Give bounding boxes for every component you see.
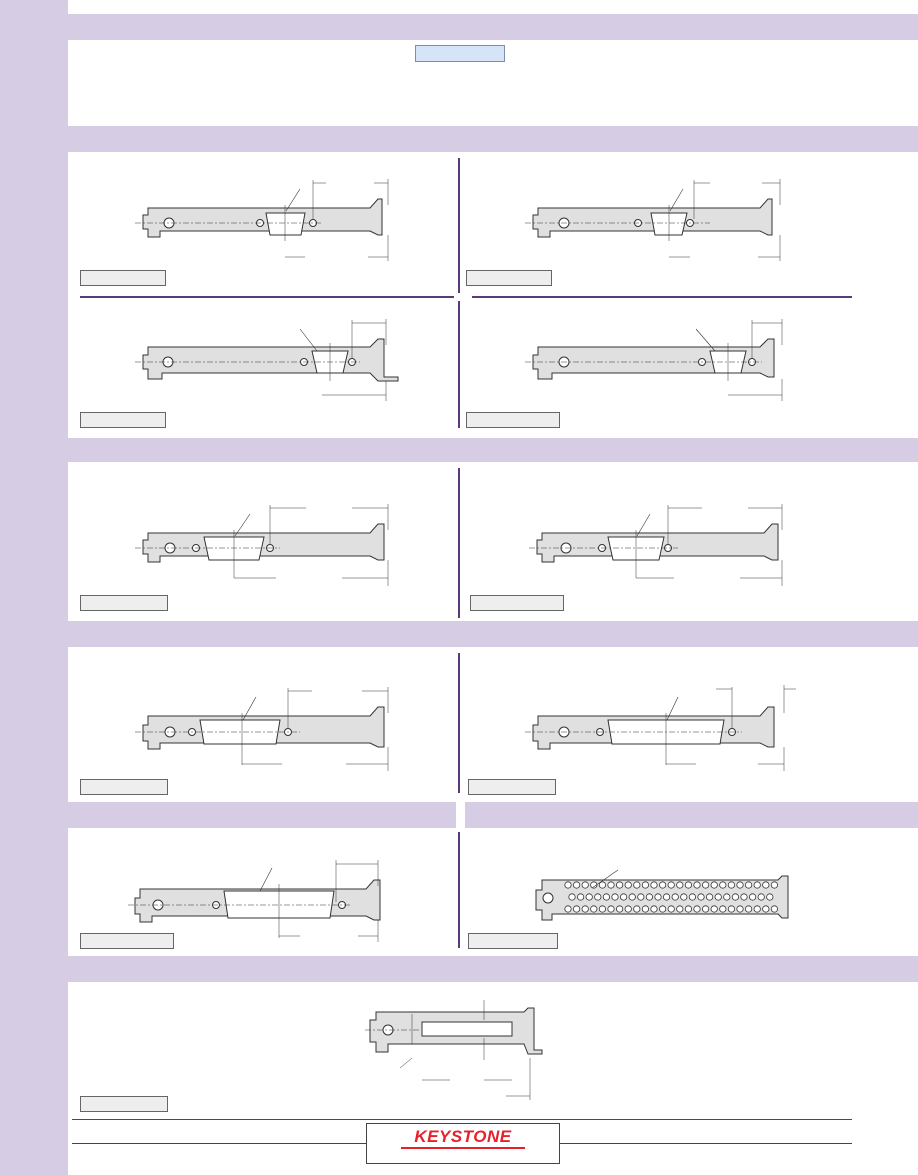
part-caption-9: [80, 933, 174, 949]
bracket-drawing-db9-a: [135, 179, 389, 261]
part-caption-7: [80, 779, 168, 795]
bracket-drawing-vented: [535, 869, 789, 921]
section-band-db37: [68, 802, 456, 828]
bracket-drawing-rectangular: [365, 1000, 543, 1100]
section-band-rectangular: [68, 956, 918, 982]
part-caption-3: [80, 412, 166, 428]
section-band-vented: [465, 802, 918, 828]
column-divider-db9-bottom: [458, 301, 460, 428]
part-caption-1: [80, 270, 166, 286]
left-sidebar-band: [0, 0, 68, 1175]
part-caption-5: [80, 595, 168, 611]
bracket-drawing-db25-a: [135, 687, 389, 771]
bracket-drawing-db9-b: [525, 179, 781, 261]
part-caption-6: [470, 595, 564, 611]
footer-rule-right: [559, 1143, 852, 1144]
part-caption-10: [468, 933, 558, 949]
header-highlight-box: [415, 45, 505, 62]
brand-logo-box: KEYSTONE: [366, 1123, 560, 1164]
section-band-top: [68, 14, 918, 40]
section-band-db25: [68, 621, 918, 647]
bracket-drawing-db25-b: [525, 685, 796, 771]
bracket-drawing-db15-a: [135, 504, 389, 586]
column-divider-db37: [458, 832, 460, 948]
brand-logo-underline: [401, 1147, 525, 1149]
row-divider-db9-right: [472, 296, 852, 298]
brand-logo: KEYSTONE: [414, 1127, 512, 1146]
footer-rule-left: [72, 1143, 366, 1144]
part-caption-11: [80, 1096, 168, 1112]
part-caption-2: [466, 270, 552, 286]
footer-rule-top: [72, 1119, 852, 1120]
section-band-db9: [68, 126, 918, 152]
bracket-drawing-db15-b: [529, 504, 783, 586]
bracket-drawing-db9-c: [135, 319, 399, 401]
column-divider-db25: [458, 653, 460, 793]
bracket-drawing-db9-d: [525, 319, 783, 401]
section-band-db15: [68, 438, 918, 462]
row-divider-db9-left: [80, 296, 454, 298]
part-caption-8: [468, 779, 556, 795]
column-divider-db9-top: [458, 158, 460, 293]
part-caption-4: [466, 412, 560, 428]
bracket-drawing-db37: [128, 860, 381, 942]
column-divider-db15: [458, 468, 460, 618]
